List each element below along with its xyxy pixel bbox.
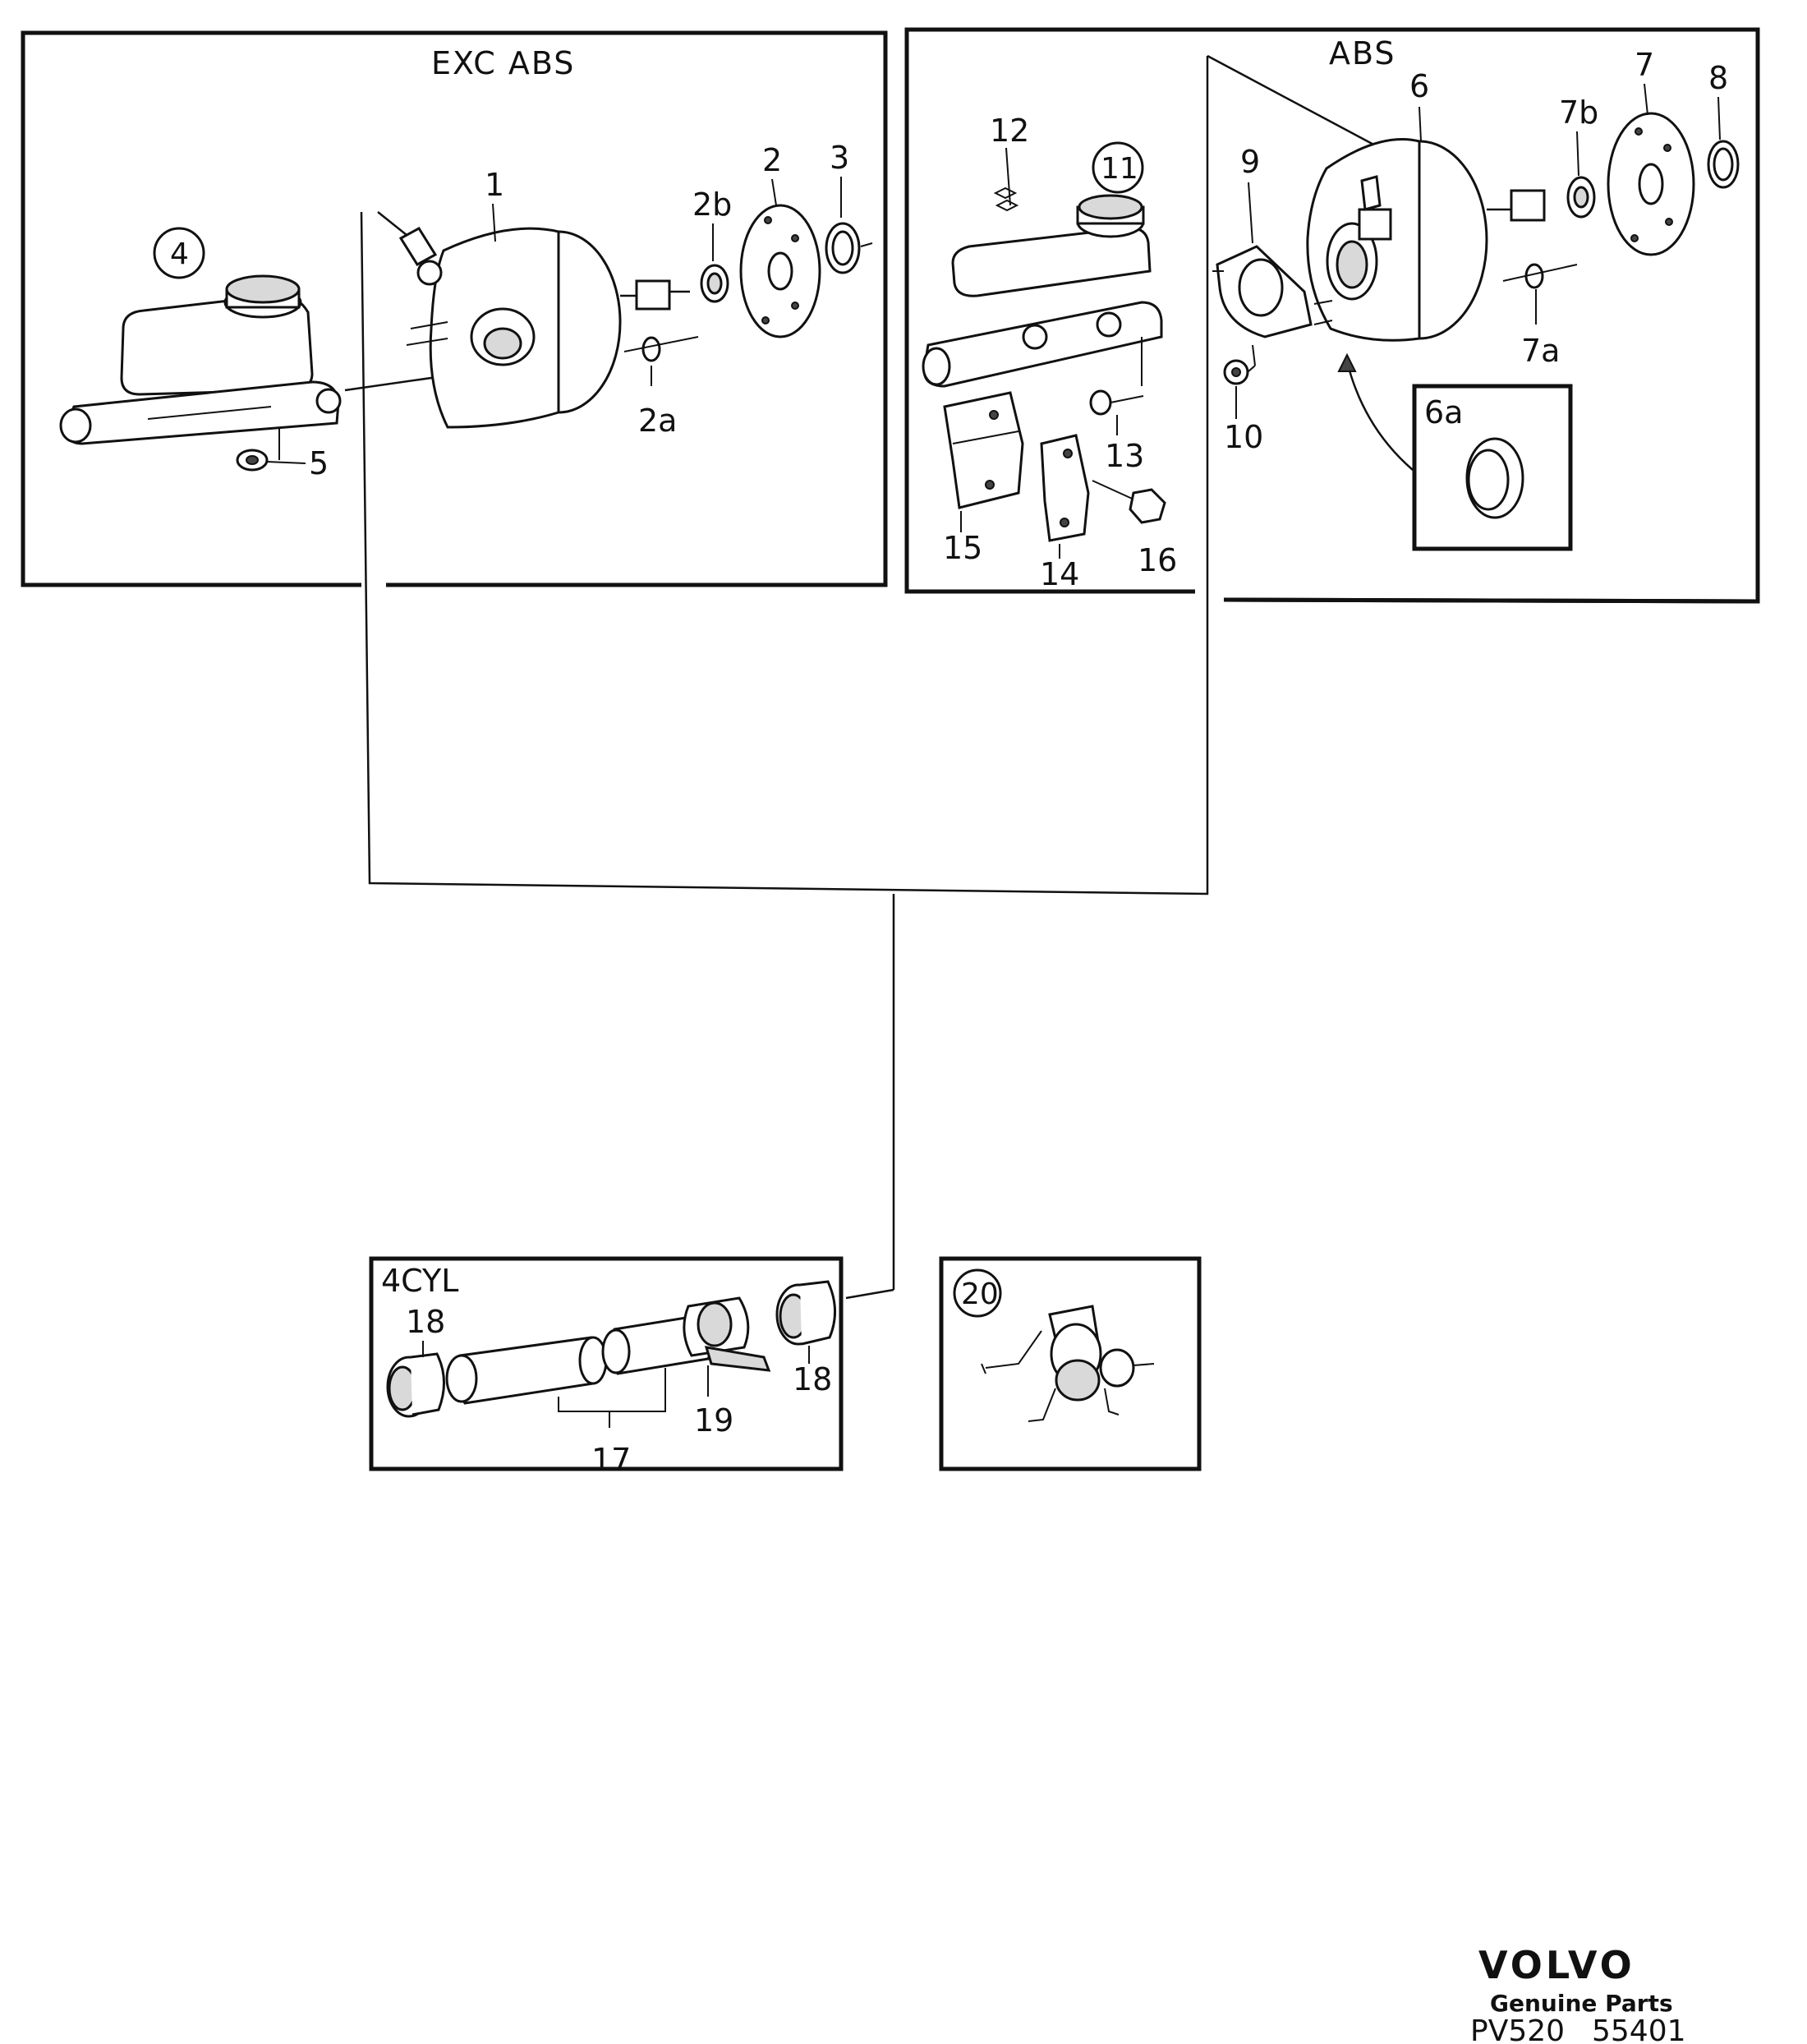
callout-6-leader xyxy=(1418,106,1422,142)
callout-2b-label: 2b xyxy=(692,186,732,223)
callout-7b-leader xyxy=(1576,131,1579,177)
connector-lines xyxy=(360,54,1381,1300)
abs-booster-drawing xyxy=(1306,138,1546,342)
callout-5-label: 5 xyxy=(309,445,329,481)
brake-booster-drawing xyxy=(344,227,690,429)
exc-abs-title: EXC ABS xyxy=(431,45,575,81)
clamp-18-left-drawing xyxy=(386,1352,446,1418)
screw-12-drawing xyxy=(993,147,1019,212)
callout-13-label: 13 xyxy=(1105,438,1144,474)
callout-1-leader xyxy=(492,203,496,242)
clip-14-drawing xyxy=(1040,434,1090,542)
abs-master-cylinder-drawing xyxy=(922,194,1163,388)
four-cyl-title: 4CYL xyxy=(381,1263,458,1299)
callout-20-label: 20 xyxy=(961,1278,999,1311)
callout-6a-label: 6a xyxy=(1424,394,1463,430)
exc-abs-frame xyxy=(21,30,888,587)
callout-2-leader xyxy=(771,178,777,206)
callout-6-label: 6 xyxy=(1409,68,1429,104)
callout-3-label: 3 xyxy=(830,140,849,176)
abs-title: ABS xyxy=(1329,35,1396,71)
callout-17-label: 17 xyxy=(591,1442,631,1478)
callout-18-left-label: 18 xyxy=(406,1304,445,1340)
callout-4-label: 4 xyxy=(170,237,189,271)
callout-8-leader xyxy=(1717,96,1721,140)
nut-5-drawing xyxy=(236,449,306,472)
callout-10-label: 10 xyxy=(1224,419,1263,455)
valve-20-drawing xyxy=(981,1305,1155,1422)
callout-7-leader xyxy=(1644,83,1648,116)
screw-13-drawing xyxy=(1089,389,1144,435)
callout-2a-label: 2a xyxy=(638,403,677,439)
ring-3-drawing xyxy=(825,222,873,274)
washer-2a-drawing xyxy=(623,336,699,386)
nut-10-drawing xyxy=(1223,344,1256,385)
washer-7a-drawing xyxy=(1502,263,1578,325)
bolt-16-drawing xyxy=(1092,480,1166,524)
callout-7b-label: 7b xyxy=(1559,94,1598,131)
bracket-15-drawing xyxy=(943,391,1024,509)
volvo-logo: VOLVO xyxy=(1478,1943,1635,1987)
callout-2-label: 2 xyxy=(762,142,782,178)
callout-9-label: 9 xyxy=(1240,144,1260,180)
gasket-9-drawing xyxy=(1212,245,1313,338)
seal-2b-drawing xyxy=(700,264,729,303)
callout-14-label: 14 xyxy=(1040,556,1079,592)
pv-code-left: PV520 xyxy=(1470,2014,1565,2044)
callout-15-label: 15 xyxy=(943,530,982,566)
callout-12-label: 12 xyxy=(990,113,1029,149)
callout-18-right-label: 18 xyxy=(793,1361,832,1397)
clamp-18-right-drawing xyxy=(775,1280,837,1346)
master-cylinder-drawing xyxy=(59,274,342,460)
callout-7-label: 7 xyxy=(1635,47,1654,83)
seal-7b-drawing xyxy=(1566,176,1596,219)
ring-8-drawing xyxy=(1707,140,1740,189)
part-20-frame xyxy=(939,1256,1202,1471)
callout-7a-label: 7a xyxy=(1521,333,1560,369)
four-cyl-frame xyxy=(369,1256,844,1471)
plate-7-drawing xyxy=(1607,112,1695,256)
inset-6a xyxy=(1337,352,1573,551)
genuine-parts-label: Genuine Parts xyxy=(1490,1990,1673,2017)
hose-17-drawing xyxy=(445,1313,715,1428)
callout-11: 11 xyxy=(1092,141,1144,194)
callout-9-leader xyxy=(1248,182,1253,244)
callout-19-label: 19 xyxy=(694,1402,733,1439)
bracket-19-drawing xyxy=(683,1296,771,1397)
callout-4: 4 xyxy=(153,227,205,279)
callout-8-label: 8 xyxy=(1708,60,1728,96)
abs-frame xyxy=(904,27,1760,604)
pv-code-right: 55401 xyxy=(1592,2014,1686,2044)
callout-1-label: 1 xyxy=(485,167,504,203)
callout-11-label: 11 xyxy=(1101,152,1138,186)
callout-20: 20 xyxy=(953,1268,1002,1318)
callout-16-label: 16 xyxy=(1138,542,1177,578)
plate-2-drawing xyxy=(739,204,821,338)
